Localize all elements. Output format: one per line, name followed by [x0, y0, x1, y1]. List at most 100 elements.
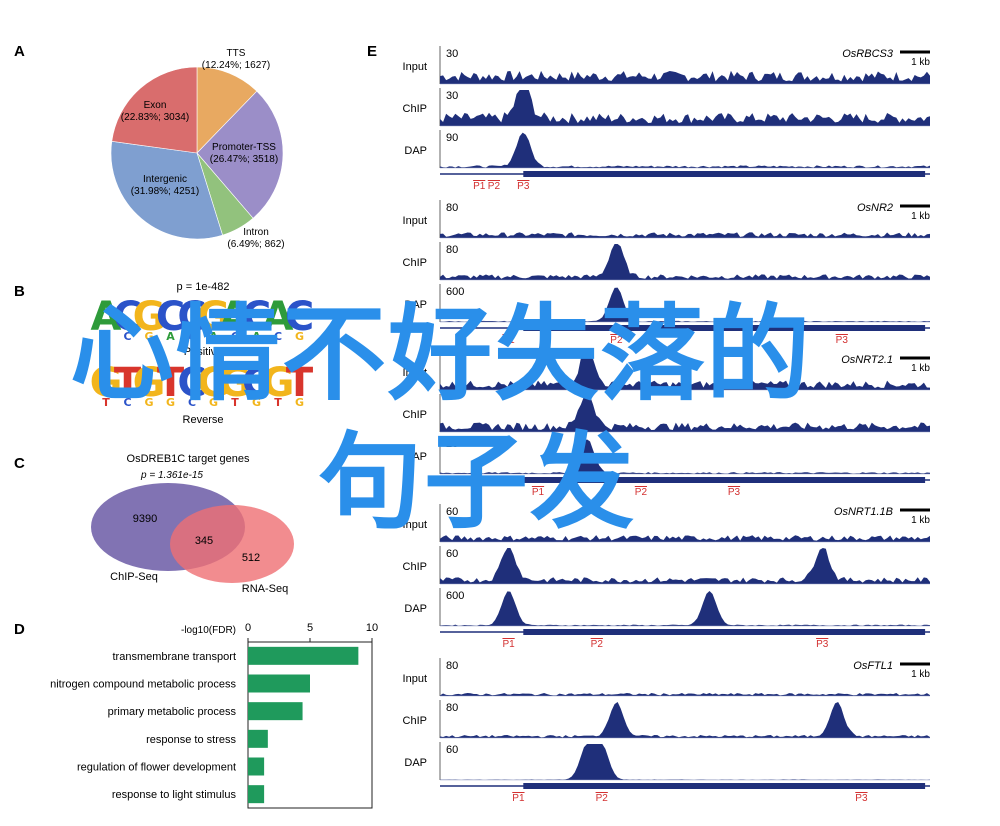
track-label: DAP: [404, 299, 427, 311]
pie-label-intron-name: Intron: [243, 227, 269, 238]
bar-chart-frame: [247, 641, 373, 809]
track-max: 30: [446, 48, 458, 60]
promoter-marker: P2: [635, 487, 648, 498]
signal-track: [440, 354, 930, 390]
track-label: DAP: [404, 603, 427, 615]
panel-a-letter: A: [14, 43, 25, 60]
motif-letter-minor: G: [295, 396, 304, 409]
track-label: DAP: [404, 451, 427, 463]
signal-track: [440, 535, 930, 542]
motif-letter: A: [220, 294, 251, 340]
scale-bar-label: 1 kb: [911, 363, 930, 374]
motif-letter-minor: G: [144, 396, 153, 409]
venn-chipseq-label: ChIP-Seq: [110, 571, 158, 583]
go-bar: [248, 785, 265, 804]
gene-name: OsNRT1.1B: [834, 506, 893, 518]
motif-letter: C: [177, 360, 206, 406]
signal-track: [440, 744, 930, 780]
signal-track: [440, 244, 930, 280]
venn-title: OsDREB1C target genes: [127, 453, 250, 465]
track-label: ChIP: [403, 409, 427, 421]
overlay-text-line1: 心情不好失落的: [70, 293, 813, 415]
motif-pvalue: p = 1e-482: [177, 281, 230, 293]
motif-letter-minor: A: [252, 330, 261, 343]
venn-pvalue: p = 1.361e-15: [140, 470, 203, 481]
motif-letter: C: [285, 294, 314, 340]
motif-letter-minor: G: [209, 396, 218, 409]
pie-slice-exon: [111, 66, 198, 154]
pie-label-tts-value: (12.24%; 1627): [202, 60, 270, 71]
signal-track: [440, 548, 930, 584]
go-bar: [248, 729, 268, 748]
pie-slice-intergenic: [110, 140, 223, 240]
motif-letter: C: [177, 294, 206, 340]
track-max: 80: [446, 702, 458, 714]
track-label: Input: [403, 61, 427, 73]
scale-bar-label: 1 kb: [911, 211, 930, 222]
motif-letter-minor: G: [144, 330, 153, 343]
motif-letter-minor: C: [188, 330, 196, 343]
track-label: ChIP: [403, 561, 427, 573]
gene-name: OsNR2: [857, 202, 893, 214]
go-term-label: response to light stimulus: [112, 789, 237, 801]
motif-letter: G: [197, 294, 230, 340]
venn-chipseq-only: 9390: [133, 513, 157, 525]
promoter-marker: P3: [836, 335, 849, 346]
gene-model-exon: [523, 783, 926, 789]
gene-name: OsNRT2.1: [841, 354, 893, 366]
motif-letter: G: [133, 294, 166, 340]
bar-chart-xlabel: -log10(FDR): [181, 625, 236, 636]
panel-e-letter: E: [367, 43, 377, 60]
pie-label-intergenic-value: (31.98%; 4251): [131, 186, 199, 197]
go-bar: [248, 674, 310, 693]
venn-overlap: 345: [195, 535, 213, 547]
pie-label-intergenic-name: Intergenic: [143, 174, 187, 185]
bar-chart-tick-label: 10: [366, 622, 378, 634]
track-max: 80: [446, 202, 458, 214]
motif-letter: G: [133, 360, 166, 406]
pie-slice-tts: [196, 66, 258, 154]
motif-reverse-label: Reverse: [183, 414, 224, 426]
motif-letter: C: [156, 294, 185, 340]
motif-letter: T: [286, 360, 314, 406]
pie-label-promoter-name: Promoter-TSS: [212, 142, 276, 153]
go-bar: [248, 702, 303, 721]
motif-letter-minor: C: [231, 330, 239, 343]
signal-track: [440, 232, 930, 238]
panel-b-letter: B: [14, 283, 25, 300]
gene-model-exon: [523, 171, 926, 177]
motif-letter: G: [197, 360, 230, 406]
pie-label-promoter-value: (26.47%; 3518): [210, 154, 278, 165]
motif-letter: C: [113, 294, 142, 340]
gene-name: OsFTL1: [853, 660, 893, 672]
signal-track: [440, 702, 930, 738]
motif-letter: A: [91, 294, 122, 340]
go-term-label: response to stress: [146, 734, 236, 746]
signal-track: [440, 590, 930, 626]
signal-track: [440, 90, 930, 126]
track-label: Input: [403, 673, 427, 685]
promoter-marker: P1: [532, 487, 545, 498]
motif-letter-minor: C: [123, 330, 131, 343]
motif-letter: T: [157, 360, 185, 406]
promoter-marker: P2: [591, 639, 604, 650]
gene-model-exon: [523, 629, 926, 635]
pie-chart: [110, 66, 284, 240]
motif-letter-minor: C: [123, 396, 131, 409]
motif-letter-minor: T: [274, 396, 282, 409]
track-label: ChIP: [403, 715, 427, 727]
motif-forward-label: Positive: [184, 346, 223, 358]
motif-letter-minor: A: [166, 330, 175, 343]
scale-bar-label: 1 kb: [911, 669, 930, 680]
motif-letter-minor: T: [231, 396, 239, 409]
motif-letter: G: [90, 360, 123, 406]
pie-label-exon-value: (22.83%; 3034): [121, 112, 189, 123]
motif-letter-minor: C: [102, 330, 110, 343]
promoter-marker: P2: [596, 793, 609, 804]
promoter-marker: P3: [517, 181, 530, 192]
gene-model-exon: [523, 325, 926, 331]
bar-chart-tick-label: 0: [245, 622, 251, 634]
go-term-label: primary metabolic process: [108, 706, 237, 718]
